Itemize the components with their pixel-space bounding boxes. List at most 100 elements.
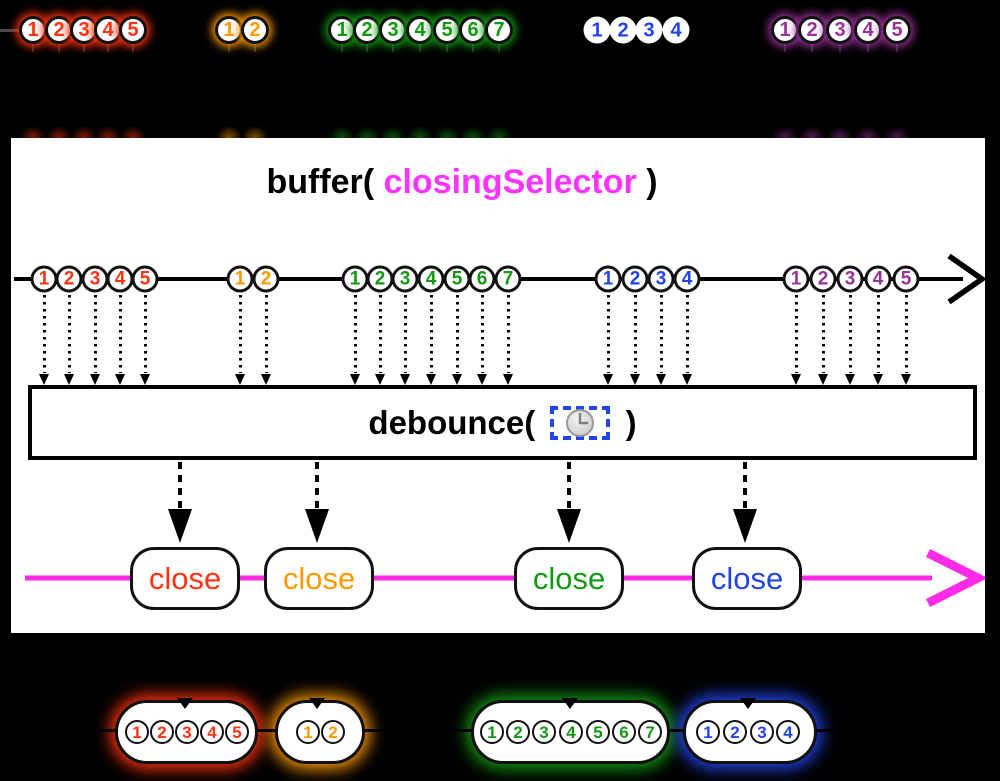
- marble-connector: [403, 295, 407, 373]
- source-tick: [83, 43, 85, 52]
- buffer-marble: 2: [506, 720, 530, 744]
- source-marble: 4: [406, 16, 434, 44]
- marble-arrowhead-icon: [63, 374, 74, 385]
- buffer-marble: 1: [125, 720, 149, 744]
- buffer-marble: 3: [175, 720, 199, 744]
- source-marble: 1: [215, 16, 243, 44]
- source-tick: [839, 43, 841, 52]
- marble-arrowhead-icon: [234, 374, 245, 385]
- marble-arrowhead-icon: [872, 374, 883, 385]
- close-event-box: close: [130, 547, 240, 610]
- buffer-marble: 2: [321, 720, 345, 744]
- close-connector: [315, 462, 319, 508]
- marble-connector: [794, 295, 798, 373]
- timeline-marble: 1: [226, 265, 254, 293]
- marble-arrowhead-icon: [900, 374, 911, 385]
- buffer-marble: 3: [750, 720, 774, 744]
- marble-arrowhead-icon: [629, 374, 640, 385]
- timeline-marble: 3: [647, 265, 675, 293]
- timeline-marble: 5: [892, 265, 920, 293]
- source-tick: [896, 43, 898, 52]
- timeline-marble: 2: [621, 265, 649, 293]
- close-event-box: close: [264, 547, 374, 610]
- marble-connector: [876, 295, 880, 373]
- buffer-marble: 4: [200, 720, 224, 744]
- marble-connector: [633, 295, 637, 373]
- title-suffix: ): [636, 163, 658, 201]
- source-marble: 2: [45, 16, 73, 44]
- close-arrowhead-icon: [733, 509, 757, 543]
- timeline-marble: 1: [782, 265, 810, 293]
- close-connector: [743, 462, 747, 508]
- marble-arrowhead-icon: [502, 374, 513, 385]
- marble-connector: [455, 295, 459, 373]
- marble-connector: [685, 295, 689, 373]
- source-tick: [107, 43, 109, 52]
- marble-connector: [238, 295, 242, 373]
- source-tick: [32, 43, 34, 52]
- timeline-marble: 6: [468, 265, 496, 293]
- source-marble: 2: [353, 16, 381, 44]
- timeline-marble: 1: [594, 265, 622, 293]
- source-tick: [132, 43, 134, 52]
- close-event-box: close: [514, 547, 624, 610]
- marble-connector: [93, 295, 97, 373]
- timeline-marble: 5: [131, 265, 159, 293]
- page-title: buffer( closingSelector ): [266, 163, 657, 202]
- buffer-notch-icon: [309, 698, 325, 709]
- timeline-marble: 4: [106, 265, 134, 293]
- timeline-marble: 2: [55, 265, 83, 293]
- marble-connector: [42, 295, 46, 373]
- buffer-notch-icon: [740, 698, 756, 709]
- timeline-marble: 2: [366, 265, 394, 293]
- close-arrowhead-icon: [305, 509, 329, 543]
- marble-connector: [659, 295, 663, 373]
- title-prefix: buffer(: [266, 163, 384, 201]
- marble-arrowhead-icon: [114, 374, 125, 385]
- marble-connector: [118, 295, 122, 373]
- timeline-marble: 3: [836, 265, 864, 293]
- close-connector: [567, 462, 571, 508]
- marble-arrowhead-icon: [681, 374, 692, 385]
- timeline-marble: 4: [673, 265, 701, 293]
- source-marble: 1: [328, 16, 356, 44]
- marble-connector: [378, 295, 382, 373]
- buffer-marble: 2: [723, 720, 747, 744]
- close-arrowhead-icon: [557, 509, 581, 543]
- marble-connector: [848, 295, 852, 373]
- buffer-notch-icon: [177, 698, 193, 709]
- source-tick: [498, 43, 500, 52]
- marble-connector: [904, 295, 908, 373]
- source-tick: [867, 43, 869, 52]
- source-marble: 3: [379, 16, 407, 44]
- debounce-operator-box: debounce( ): [28, 385, 977, 460]
- buffer-marble: 1: [296, 720, 320, 744]
- buffer-marble: 5: [225, 720, 249, 744]
- marble-arrowhead-icon: [844, 374, 855, 385]
- output-closings-arrowhead-icon: [925, 548, 985, 608]
- close-connector: [178, 462, 182, 508]
- marble-arrowhead-icon: [451, 374, 462, 385]
- buffer-marble: 2: [150, 720, 174, 744]
- close-event-label: close: [148, 561, 222, 596]
- marble-arrowhead-icon: [425, 374, 436, 385]
- operator-label-suffix: ): [616, 403, 637, 441]
- marble-arrowhead-icon: [655, 374, 666, 385]
- title-arg: closingSelector: [383, 163, 637, 201]
- close-event-label: close: [532, 561, 606, 596]
- marble-connector: [506, 295, 510, 373]
- source-marble: 5: [119, 16, 147, 44]
- marble-arrowhead-icon: [476, 374, 487, 385]
- source-marble: 4: [662, 16, 690, 44]
- marble-arrowhead-icon: [260, 374, 271, 385]
- source-marble: 3: [635, 16, 663, 44]
- marble-arrowhead-icon: [349, 374, 360, 385]
- operator-label-prefix: debounce(: [368, 403, 545, 441]
- clock-icon: [566, 408, 595, 437]
- source-tick: [341, 43, 343, 52]
- marble-arrowhead-icon: [38, 374, 49, 385]
- source-marble: 2: [798, 16, 826, 44]
- source-marble: 3: [826, 16, 854, 44]
